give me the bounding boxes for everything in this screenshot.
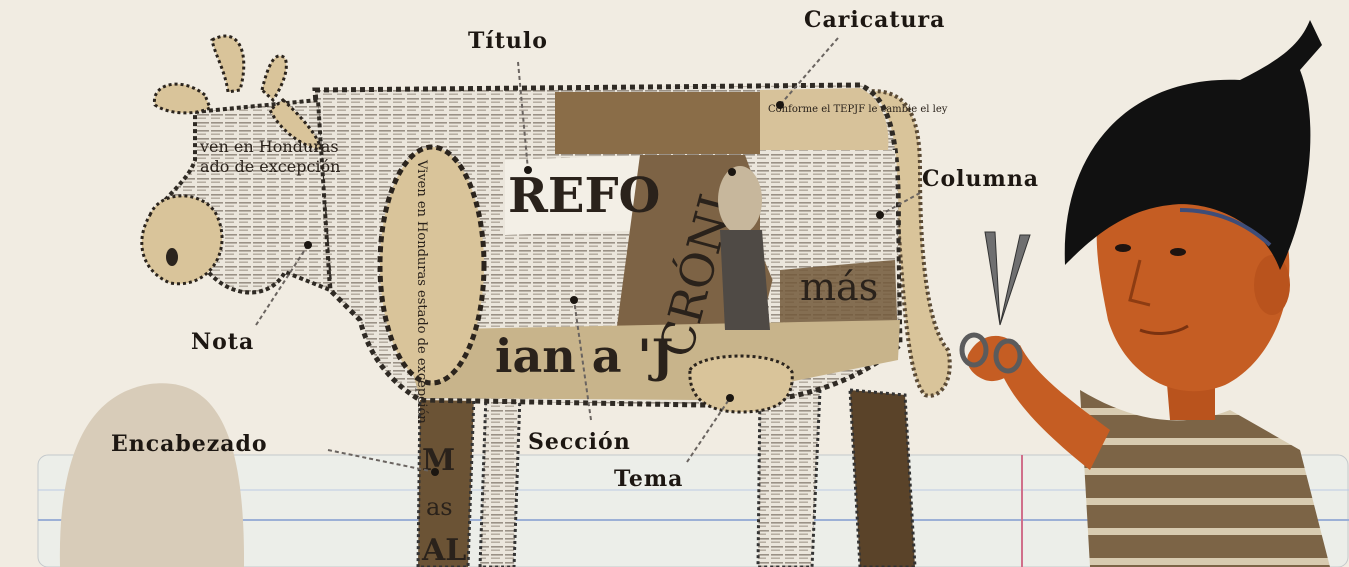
label-caricatura: Caricatura (804, 7, 945, 33)
news-head-left: ven en Honduras (199, 137, 339, 156)
cow-spot-oval (380, 147, 484, 383)
cow-udder (690, 356, 792, 412)
cow-ear-left (154, 84, 210, 113)
label-seccion: Sección (528, 429, 631, 455)
news-bottom-al: AL (421, 533, 466, 567)
boy-eye-right (1170, 248, 1186, 256)
news-vertical: Viven en Honduras estado de excepción (414, 159, 429, 424)
patch-caricature (760, 88, 888, 150)
label-nota: Nota (191, 329, 254, 355)
cow-leg-back-right (850, 390, 915, 567)
news-head-left2: ado de excepción (200, 157, 340, 176)
news-masthead: REFO (508, 168, 660, 224)
paper-scrap (60, 383, 244, 567)
cow-nostril (166, 248, 178, 266)
cow-horn-right (262, 56, 286, 100)
cow-horn-left (212, 36, 244, 92)
cow-snout (142, 196, 222, 284)
patch-top-brown (555, 92, 760, 154)
news-bottom-as: as (426, 493, 453, 521)
cow-leg-front-right (480, 395, 520, 567)
label-columna: Columna (922, 166, 1039, 192)
cow-leg-back-left (758, 390, 820, 567)
label-tema: Tema (614, 466, 683, 492)
news-caricature-note: Conforme el TEPJF le cambie el ley (768, 104, 948, 115)
label-encabezado: Encabezado (111, 431, 268, 457)
label-titulo: Título (468, 28, 548, 54)
boy-ear (1254, 255, 1290, 315)
boy-eye-left (1115, 244, 1131, 252)
news-mas: más (800, 265, 878, 309)
